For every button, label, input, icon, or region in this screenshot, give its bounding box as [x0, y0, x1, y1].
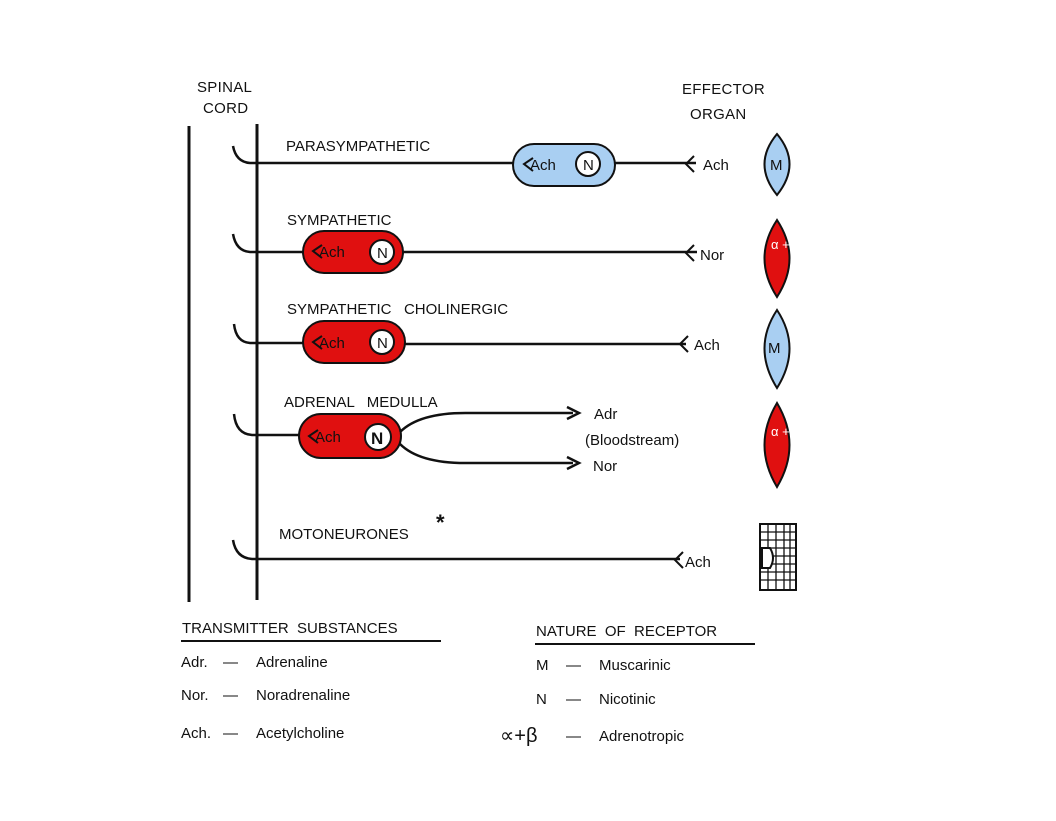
effector-organ-header-line1: EFFECTOR — [682, 81, 765, 98]
nicotinic-receptor — [369, 239, 395, 265]
output-adrenaline: Adr — [594, 406, 617, 423]
legend-abbr: Adr. — [181, 654, 208, 671]
legend-name: Adrenotropic — [599, 728, 685, 745]
preganglionic-fiber — [232, 413, 302, 437]
effector-label: M — [770, 157, 783, 174]
legend-abbr: ∝+β — [500, 725, 537, 747]
legend-name: Acetylcholine — [256, 725, 344, 742]
noradrenaline-output-line — [399, 443, 573, 465]
effector-adrenotropic — [763, 218, 791, 299]
nicotinic-receptor — [575, 151, 601, 177]
effector-organ-header-line2: ORGAN — [690, 106, 747, 123]
legend-transmitter-substances: TRANSMITTER SUBSTANCES Adr. — Adrenaline… — [181, 620, 441, 742]
arrow-head-icon — [566, 405, 582, 421]
pathway-adrenal-medulla: ADRENAL MEDULLA Ach N Adr (Bloodstream) … — [232, 394, 801, 489]
synapse-fork — [307, 429, 319, 444]
pathway-label: SYMPATHETIC CHOLINERGIC — [287, 301, 508, 318]
output-noradrenaline: Nor — [593, 458, 617, 475]
synapse-fork — [311, 244, 323, 259]
receptor-label: N — [377, 335, 388, 352]
pathway-label: PARASYMPATHETIC — [286, 138, 430, 155]
arrow-head-icon — [566, 455, 582, 471]
legend-title: TRANSMITTER SUBSTANCES — [182, 620, 398, 637]
legend-dash: — — [566, 728, 581, 745]
legend-abbr: N — [536, 691, 547, 708]
terminal-fork — [673, 551, 684, 569]
output-bloodstream: (Bloodstream) — [585, 432, 679, 449]
effector-label: α + β — [771, 424, 801, 439]
synapse-fork — [311, 335, 323, 350]
legend-abbr: M — [536, 657, 549, 674]
terminal-transmitter: Ach — [694, 337, 720, 354]
terminal-transmitter: Ach — [685, 554, 711, 571]
effector-label: M — [768, 340, 781, 357]
skeletal-muscle-icon — [759, 523, 797, 591]
spinal-cord-header-line1: SPINAL — [197, 79, 252, 96]
ganglion-transmitter: Ach — [530, 157, 556, 174]
ganglion-transmitter: Ach — [319, 244, 345, 261]
pathway-label: ADRENAL MEDULLA — [284, 394, 438, 411]
terminal-fork — [684, 244, 695, 262]
terminal-transmitter: Nor — [700, 247, 724, 264]
ganglion-transmitter: Ach — [315, 429, 341, 446]
asterisk-note: * — [436, 510, 445, 535]
terminal-fork — [678, 335, 689, 353]
pathway-motoneurones: MOTONEURONES * Ach — [231, 510, 797, 591]
effector-muscarinic — [763, 308, 791, 390]
legend-abbr: Ach. — [181, 725, 211, 742]
legend-dash: — — [223, 654, 238, 671]
legend-name: Noradrenaline — [256, 687, 350, 704]
preganglionic-fiber — [231, 233, 306, 254]
preganglionic-fiber — [231, 145, 518, 165]
terminal-transmitter: Ach — [703, 157, 729, 174]
effector-adrenotropic — [763, 401, 791, 489]
pathway-sympathetic-cholinergic: SYMPATHETIC CHOLINERGIC Ach N Ach M — [232, 301, 791, 390]
pathway-sympathetic: SYMPATHETIC Ach N Nor α + β — [231, 212, 801, 299]
pathway-label: MOTONEURONES — [279, 526, 409, 543]
receptor-label: N — [371, 429, 383, 448]
preganglionic-fiber — [232, 323, 306, 345]
pathway-parasympathetic: PARASYMPATHETIC Ach N Ach M — [231, 132, 791, 197]
legend-abbr: Nor. — [181, 687, 209, 704]
ganglion-transmitter: Ach — [319, 335, 345, 352]
pathway-label: SYMPATHETIC — [287, 212, 392, 229]
spinal-cord-header-line2: CORD — [203, 100, 248, 117]
terminal-fork — [684, 155, 695, 173]
receptor-label: N — [583, 157, 594, 174]
effector-muscarinic — [763, 132, 791, 197]
legend-name: Muscarinic — [599, 657, 671, 674]
legend-dash: — — [223, 687, 238, 704]
legend-dash: — — [223, 725, 238, 742]
legend-dash: — — [566, 657, 581, 674]
nicotinic-receptor — [364, 423, 392, 451]
legend-title: NATURE OF RECEPTOR — [536, 623, 717, 640]
legend-nature-of-receptor: NATURE OF RECEPTOR M — Muscarinic N — Ni… — [500, 623, 755, 747]
legend-name: Adrenaline — [256, 654, 328, 671]
receptor-label: N — [377, 245, 388, 262]
motor-fiber — [231, 539, 680, 561]
nicotinic-receptor — [369, 329, 395, 355]
synapse-fork — [522, 157, 534, 172]
effector-label: α + β — [771, 237, 801, 252]
legend-name: Nicotinic — [599, 691, 656, 708]
adrenaline-output-line — [399, 411, 573, 433]
legend-dash: — — [566, 691, 581, 708]
